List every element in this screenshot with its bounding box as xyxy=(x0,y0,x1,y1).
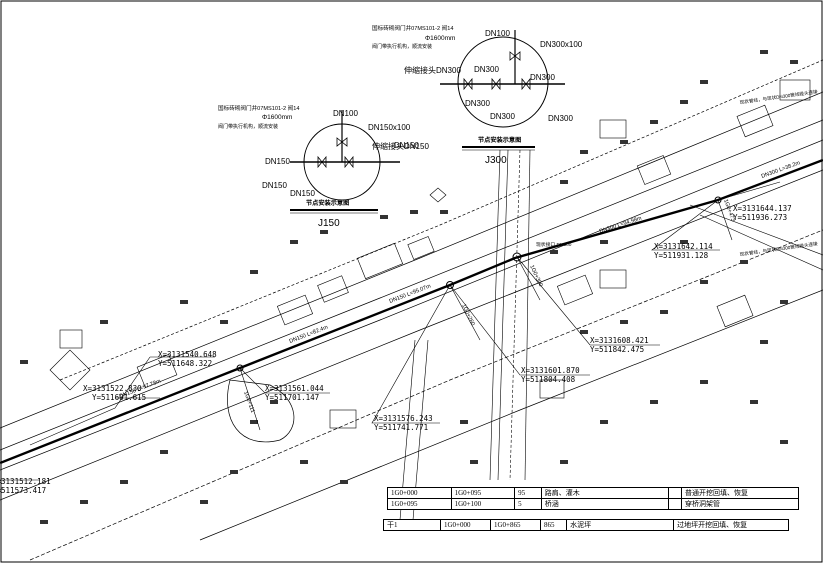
j300-label-right: DN300 xyxy=(530,73,555,82)
table-cell: 1G0+100 xyxy=(450,498,516,510)
table-cell: 1G0+000 xyxy=(440,519,491,531)
coord-6-x: X=3131608.421 xyxy=(590,336,649,345)
table-cell: 95 xyxy=(514,487,542,499)
coord-9-x: X=3131512.181 xyxy=(0,477,51,486)
j150-label-left-top: DN150 xyxy=(265,157,290,166)
table-cell: 穿桥洞架管 xyxy=(681,498,799,510)
table-cell: 1G0+095 xyxy=(450,487,516,499)
j150-label-left-bottom: DN150 xyxy=(262,181,287,190)
coordinate-labels: X=3131540.648 Y=511648.322 X=3131522.830… xyxy=(0,204,792,495)
table-cell: 路肩、灌木 xyxy=(540,487,669,499)
j150-note: 阀门带执行机构，顺流安装 xyxy=(218,123,278,130)
leader-lines xyxy=(0,181,781,481)
j300-label-left: 伸缩接头DN300 xyxy=(404,65,461,75)
table-cell: 桥涵 xyxy=(540,498,669,510)
table-cell: 1G0+000 xyxy=(387,487,452,499)
j150-label-bottom: DN150 xyxy=(290,189,315,198)
pipeline-nodes xyxy=(236,196,722,372)
main-pipeline xyxy=(0,158,823,465)
j150-title: J150 xyxy=(318,218,340,229)
j150-valve-icon xyxy=(317,137,354,169)
vegetation-marks xyxy=(20,50,798,524)
coord-4-x: X=3131576.243 xyxy=(374,414,433,423)
table-cell: 5 xyxy=(514,498,542,510)
j300-note: 阀门带执行机构，顺流安装 xyxy=(372,43,432,50)
j300-diameter: Φ1600mm xyxy=(425,35,455,42)
coord-2-x: X=3131522.830 xyxy=(83,384,142,393)
coord-7-x: X=3131642.114 xyxy=(654,242,713,251)
j300-label-bot-a: DN300 xyxy=(490,112,515,121)
table-cell xyxy=(667,487,683,499)
tie-in-note: 现状接口 DN300 xyxy=(536,241,572,248)
j300-title: J300 xyxy=(485,155,507,166)
j300-label-c1: DN300 xyxy=(474,65,499,74)
table-cell: 1G0+095 xyxy=(387,498,452,510)
coord-1-x: X=3131540.648 xyxy=(158,350,217,359)
road-edges xyxy=(0,59,823,561)
coord-8-x: X=3131644.137 xyxy=(733,204,792,213)
table-cell: 过地坪开挖回填、恢复 xyxy=(673,519,789,531)
j300-label-top-a: DN100 xyxy=(485,29,510,38)
j300-well-circle xyxy=(457,36,549,128)
table-cell: 干1 xyxy=(383,519,441,531)
j300-caption: 节点安装示意图 xyxy=(478,136,521,144)
j150-label-top-a: DN100 xyxy=(333,109,358,118)
j150-label-t-right: 伸缩接头DN150 xyxy=(372,141,429,151)
coord-5-y: Y=511804.408 xyxy=(521,375,576,384)
coord-4-y: Y=511741.771 xyxy=(374,423,428,432)
station-mark-1: 1G0+111 xyxy=(242,391,255,414)
j300-label-c2: DN300 xyxy=(465,99,490,108)
coord-7-y: Y=511931.128 xyxy=(654,251,709,260)
j150-label-right: DN150 xyxy=(394,141,419,150)
table-row: 1G0+000 1G0+095 95 路肩、灌木 普通开挖回填、恢复 xyxy=(387,487,799,499)
table-cell: 865 xyxy=(539,519,568,531)
j150-caption: 节点安装示意图 xyxy=(306,199,349,207)
table-cell xyxy=(667,498,683,510)
construction-table-b: 干1 1G0+000 1G0+865 865 水泥坪 过地坪开挖回填、恢复 xyxy=(383,519,789,531)
coord-6-y: Y=511842.475 xyxy=(590,345,644,354)
j300-label-bot-b: DN300 xyxy=(548,114,573,123)
table-cell: 水泥坪 xyxy=(566,519,675,531)
coord-3-y: Y=511701.147 xyxy=(265,393,319,402)
coord-9-y: Y=511573.417 xyxy=(0,486,46,495)
construction-table-a: 1G0+000 1G0+095 95 路肩、灌木 普通开挖回填、恢复 1G0+0… xyxy=(387,487,799,510)
building-blocks xyxy=(49,79,811,429)
coord-3-x: X=3131561.044 xyxy=(265,384,324,393)
j150-well-ref: 国标砖砌阀门井07MS101-2 阀14 xyxy=(218,104,299,112)
coord-5-x: X=3131601.870 xyxy=(521,366,580,375)
table-row: 1G0+095 1G0+100 5 桥涵 穿桥洞架管 xyxy=(387,498,799,510)
j300-valve-icon xyxy=(463,51,531,91)
table-cell: 普通开挖回填、恢复 xyxy=(681,487,799,499)
j300-detail: 国标砖砌阀门井07MS101-2 阀14 Φ1600mm 阀门带执行机构，顺流安… xyxy=(372,24,583,166)
seg4-label: DN300 L=94.98m xyxy=(599,215,643,234)
coord-8-y: Y=511936.273 xyxy=(733,213,787,222)
j150-label-top-b: DN150x100 xyxy=(368,123,411,132)
table-row: 干1 1G0+000 1G0+865 865 水泥坪 过地坪开挖回填、恢复 xyxy=(383,519,789,531)
j300-label-top-b: DN300x100 xyxy=(540,40,583,49)
edge-note-a: 现状管线，与现状DN300管线碰头连接 xyxy=(739,88,818,106)
j150-diameter: Φ1600mm xyxy=(262,114,292,121)
coord-2-y: Y=511601.615 xyxy=(92,393,146,402)
coord-1-y: Y=511648.322 xyxy=(158,359,212,368)
j300-well-ref: 国标砖砌阀门井07MS101-2 阀14 xyxy=(372,24,453,32)
j150-detail: 国标砖砌阀门井07MS101-2 阀14 Φ1600mm 阀门带执行机构，顺流安… xyxy=(218,104,429,229)
station-ticks xyxy=(239,199,733,431)
table-cell: 1G0+865 xyxy=(490,519,541,531)
